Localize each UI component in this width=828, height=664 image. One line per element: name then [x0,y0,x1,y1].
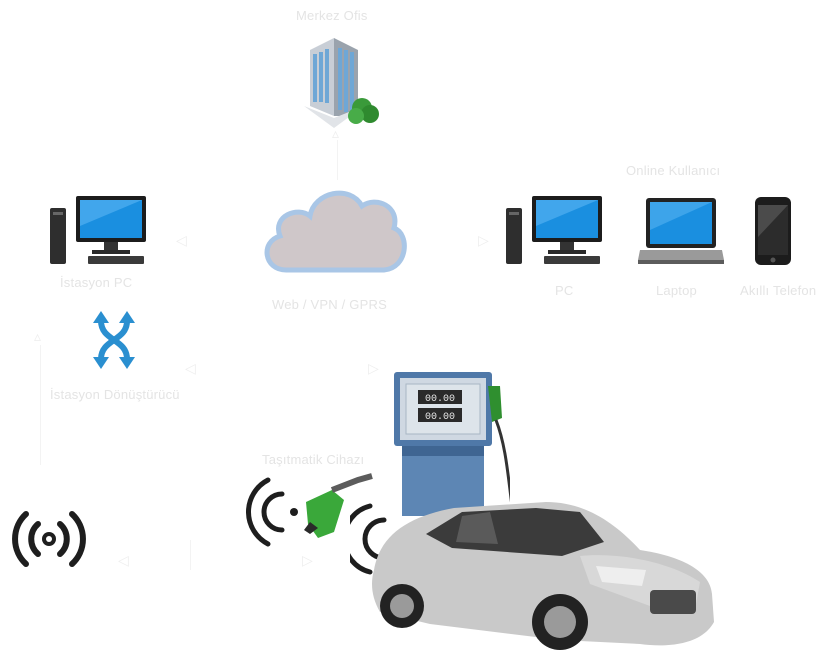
arrow-icon: ▷ [368,360,379,376]
cloud-icon [258,182,410,278]
arrow-icon: ▷ [302,552,313,568]
smartphone-icon [755,197,791,265]
connector-line [40,345,41,465]
fuel-pump-icon: 00.00 00.00 [388,366,510,516]
arrow-icon: ▵ [332,125,340,141]
head-office-label: Merkez Ofis [296,8,368,23]
fuel-nozzle-icon [246,472,376,552]
arrow-icon: ▵ [34,328,42,344]
online-user-label: Online Kullanıcı [626,163,721,178]
laptop-icon [638,198,724,266]
station-pc-label: İstasyon PC [60,275,133,290]
laptop-label: Laptop [656,283,697,298]
converter-arrows-icon [93,311,135,369]
arrow-icon: ◁ [176,232,187,248]
desktop-pc-icon [506,196,606,266]
arrow-icon: ◁ [185,360,196,376]
station-converter-label: İstasyon Dönüştürücü [50,387,180,402]
connector-line [337,140,338,180]
pc-label: PC [555,283,574,298]
car-icon [350,494,728,664]
rfid-signal-icon [4,500,94,578]
network-label: Web / VPN / GPRS [272,297,387,312]
arrow-icon: ◁ [118,552,129,568]
smartphone-label: Akıllı Telefon [740,283,817,298]
office-building-icon [300,36,384,128]
vehicle-device-label: Taşıtmatik Cihazı [262,452,365,467]
pump-display-bottom: 00.00 [425,412,455,423]
connector-line [190,540,191,570]
desktop-pc-icon [50,196,150,266]
pump-display-top: 00.00 [425,394,455,405]
arrow-icon: ▷ [478,232,489,248]
